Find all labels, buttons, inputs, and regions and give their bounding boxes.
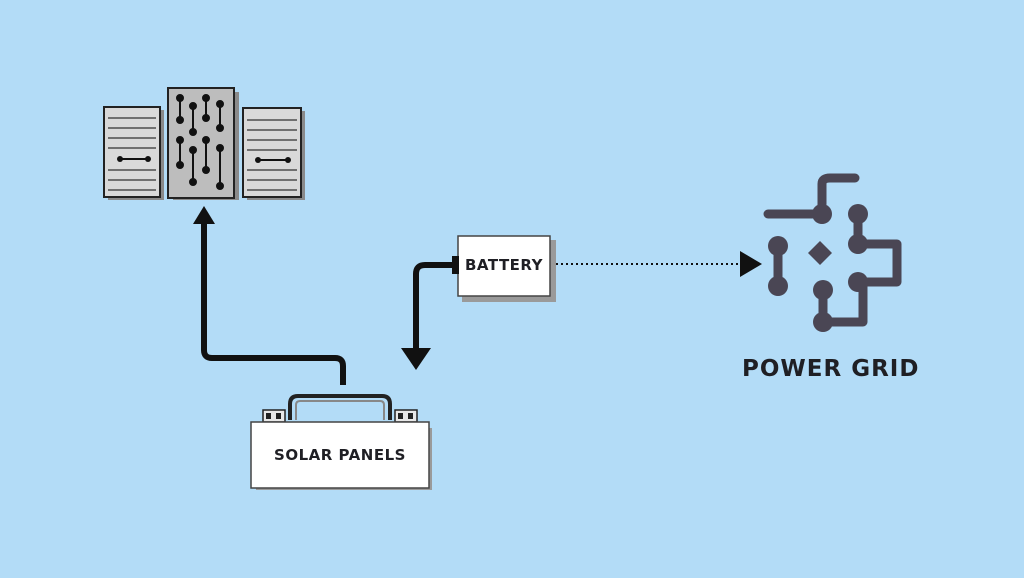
arrowhead-down bbox=[401, 348, 431, 370]
solar-panels-box bbox=[250, 394, 432, 490]
arrowhead-right bbox=[740, 251, 762, 277]
arrowhead-up bbox=[193, 206, 215, 224]
arrow-solar-to-servers bbox=[201, 222, 346, 385]
arrow-battery-to-solar bbox=[413, 262, 458, 350]
power-grid-icon bbox=[763, 173, 902, 327]
battery-box bbox=[452, 235, 556, 302]
power-grid-nodes bbox=[768, 204, 868, 332]
server-rack-icon bbox=[103, 87, 305, 200]
solar-panels-label: SOLAR PANELS bbox=[274, 446, 406, 464]
battery-label: BATTERY bbox=[464, 256, 544, 274]
power-grid-label: POWER GRID bbox=[742, 356, 920, 382]
